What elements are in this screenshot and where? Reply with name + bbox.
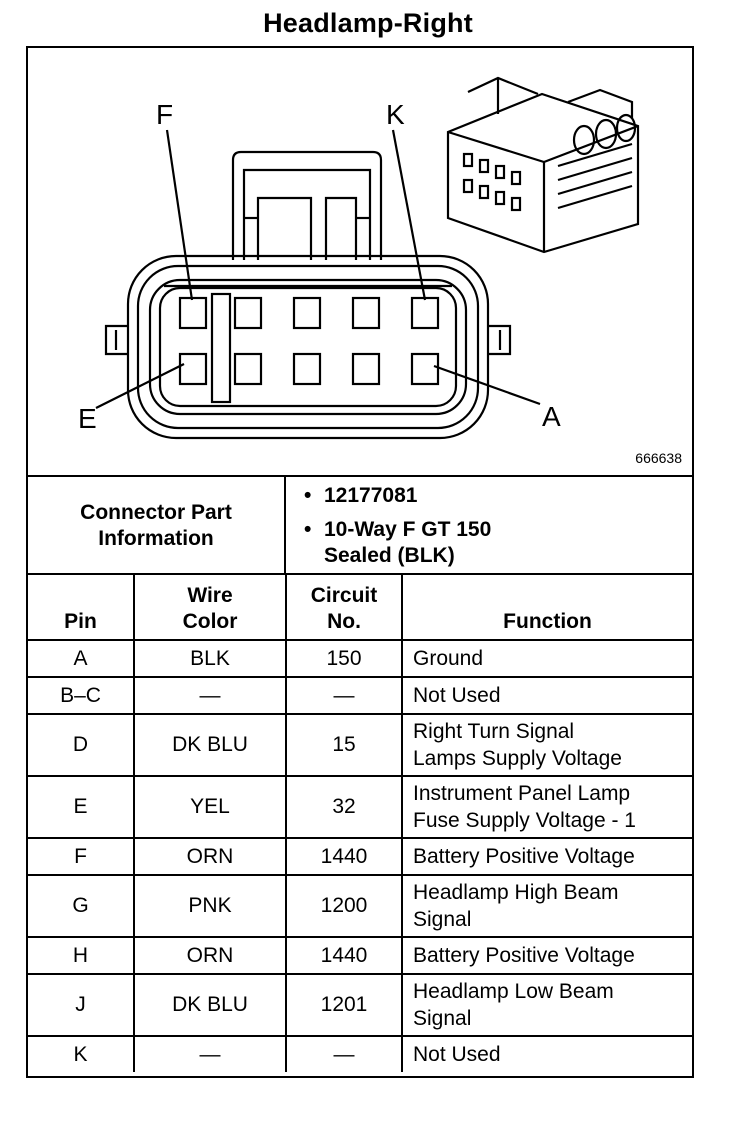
header-wire-line2: Color	[182, 610, 238, 633]
connector-description: 10-Way F GT 150 Sealed (BLK)	[304, 517, 692, 569]
connector-info-values: 12177081 10-Way F GT 150 Sealed (BLK)	[286, 477, 692, 575]
pin-cell: H	[28, 936, 135, 975]
pin-cell: A	[28, 639, 135, 678]
function-line1: Not Used	[413, 1043, 501, 1066]
connector-description-line2: Sealed (BLK)	[324, 544, 455, 567]
header-wire-color: Wire Color	[133, 573, 287, 641]
function-cell: Battery Positive Voltage	[401, 936, 692, 975]
function-line2: Signal	[413, 908, 472, 931]
header-circuit-line2: No.	[327, 610, 361, 633]
function-line1: Instrument Panel Lamp	[413, 782, 631, 805]
table-row: F ORN 1440 Battery Positive Voltage	[28, 837, 692, 876]
table-row: E YEL 32 Instrument Panel Lamp Fuse Supp…	[28, 775, 692, 839]
connector-info-row: Connector Part Information 12177081 10-W…	[28, 475, 692, 575]
function-line1: Headlamp High Beam	[413, 881, 619, 904]
circuit-cell: 15	[285, 713, 403, 777]
circuit-cell: 1200	[285, 874, 403, 938]
function-line1: Battery Positive Voltage	[413, 944, 635, 967]
pin-cell: K	[28, 1035, 135, 1072]
header-circuit-no: Circuit No.	[285, 573, 403, 641]
figure-number: 666638	[635, 450, 682, 466]
pin-cell: J	[28, 973, 135, 1037]
circuit-cell: 1201	[285, 973, 403, 1037]
pin-label-e: E	[78, 403, 97, 434]
function-cell: Not Used	[401, 676, 692, 715]
pin-label-a: A	[542, 401, 561, 432]
function-line1: Not Used	[413, 684, 501, 707]
pin-table-header: Pin Wire Color Circuit No. Function	[28, 573, 692, 641]
pin-table: Pin Wire Color Circuit No. Function A BL…	[28, 573, 692, 1072]
table-row: K — — Not Used	[28, 1035, 692, 1072]
pin-cell: D	[28, 713, 135, 777]
pin-cell: G	[28, 874, 135, 938]
function-cell: Ground	[401, 639, 692, 678]
function-cell: Headlamp Low Beam Signal	[401, 973, 692, 1037]
function-cell: Battery Positive Voltage	[401, 837, 692, 876]
function-cell: Instrument Panel Lamp Fuse Supply Voltag…	[401, 775, 692, 839]
wire-color-cell: PNK	[133, 874, 287, 938]
table-row: A BLK 150 Ground	[28, 639, 692, 678]
function-cell: Headlamp High Beam Signal	[401, 874, 692, 938]
wire-color-cell: YEL	[133, 775, 287, 839]
table-row: G PNK 1200 Headlamp High Beam Signal	[28, 874, 692, 938]
circuit-cell: 150	[285, 639, 403, 678]
connector-info-label-line2: Information	[98, 527, 214, 550]
pin-cell: F	[28, 837, 135, 876]
circuit-cell: 32	[285, 775, 403, 839]
header-wire-line1: Wire	[187, 584, 233, 607]
function-cell: Right Turn Signal Lamps Supply Voltage	[401, 713, 692, 777]
function-cell: Not Used	[401, 1035, 692, 1072]
function-line1: Battery Positive Voltage	[413, 845, 635, 868]
header-pin: Pin	[28, 573, 135, 641]
circuit-cell: —	[285, 676, 403, 715]
circuit-cell: 1440	[285, 936, 403, 975]
wire-color-cell: ORN	[133, 837, 287, 876]
connector-description-line1: 10-Way F GT 150	[324, 518, 492, 541]
circuit-cell: 1440	[285, 837, 403, 876]
function-line2: Signal	[413, 1007, 472, 1030]
pin-cell: B–C	[28, 676, 135, 715]
function-line1: Headlamp Low Beam	[413, 980, 614, 1003]
pin-label-k: K	[386, 99, 405, 130]
wire-color-cell: —	[133, 676, 287, 715]
wire-color-cell: DK BLU	[133, 973, 287, 1037]
pin-label-f: F	[156, 99, 173, 130]
function-line2: Lamps Supply Voltage	[413, 747, 622, 770]
connector-diagram: F K E A 666638	[28, 48, 692, 475]
wire-color-cell: DK BLU	[133, 713, 287, 777]
header-circuit-line1: Circuit	[310, 584, 378, 607]
wire-color-cell: BLK	[133, 639, 287, 678]
wire-color-cell: ORN	[133, 936, 287, 975]
connector-info-label: Connector Part Information	[28, 477, 286, 575]
connector-face-drawing: F K E A	[78, 76, 640, 440]
circuit-cell: —	[285, 1035, 403, 1072]
wire-color-cell: —	[133, 1035, 287, 1072]
connector-sheet: F K E A 666638 Connector Part Informatio…	[26, 46, 694, 1078]
pin-cell: E	[28, 775, 135, 839]
function-line1: Ground	[413, 647, 484, 670]
table-row: D DK BLU 15 Right Turn Signal Lamps Supp…	[28, 713, 692, 777]
header-function: Function	[401, 573, 692, 641]
part-number: 12177081	[304, 483, 692, 509]
connector-info-label-line1: Connector Part	[80, 501, 232, 524]
function-line1: Right Turn Signal	[413, 720, 575, 743]
table-row: B–C — — Not Used	[28, 676, 692, 715]
page-title: Headlamp-Right	[263, 8, 473, 38]
table-row: H ORN 1440 Battery Positive Voltage	[28, 936, 692, 975]
function-line2: Fuse Supply Voltage - 1	[413, 809, 636, 832]
table-row: J DK BLU 1201 Headlamp Low Beam Signal	[28, 973, 692, 1037]
